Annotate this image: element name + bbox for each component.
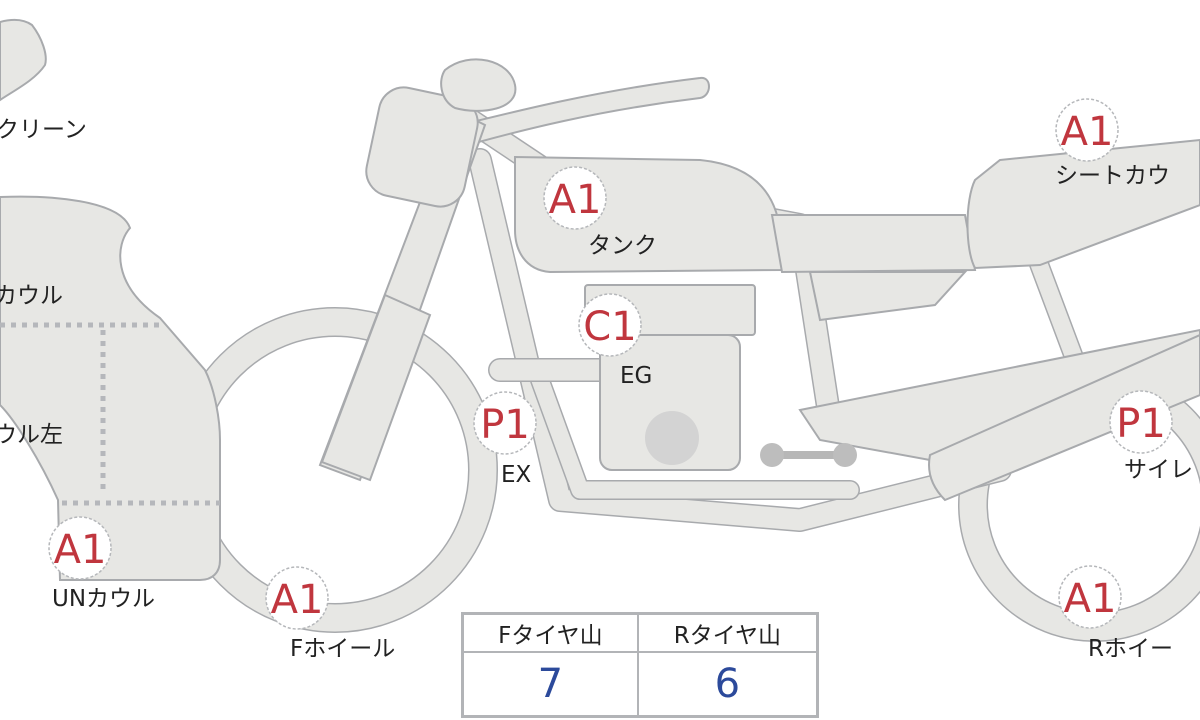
label-silencer: サイレ (1124, 457, 1193, 483)
label-rear-wheel: Rホイー (1088, 636, 1173, 662)
side-cover (808, 271, 968, 322)
label-cowl-left: ウル左 (0, 422, 63, 448)
badge-silencer: P1 (1109, 390, 1173, 454)
engine-cover (645, 411, 699, 465)
badge-front-wheel: A1 (265, 566, 329, 630)
badge-rear-wheel: A1 (1058, 565, 1122, 629)
seat (770, 214, 977, 274)
rear-tire-header: Rタイヤ山 (636, 612, 819, 653)
front-tire-header: Fタイヤ山 (461, 612, 639, 653)
seat-cowl (966, 138, 1200, 270)
svg-text:A1: A1 (549, 177, 602, 223)
front-cowl (0, 195, 221, 581)
svg-text:P1: P1 (1116, 401, 1166, 447)
badge-under-cowl: A1 (48, 516, 112, 580)
svg-text:A1: A1 (1064, 576, 1117, 622)
label-tank: タンク (588, 233, 657, 259)
tire-tread-table: Fタイヤ山 Rタイヤ山 7 6 (461, 612, 819, 718)
meter (440, 58, 517, 112)
handlebar (438, 76, 710, 152)
svg-text:A1: A1 (1061, 109, 1114, 155)
engine-block (599, 334, 741, 471)
rear-tire-value: 6 (636, 651, 819, 718)
headlight (365, 86, 479, 208)
badge-seat-cowl: A1 (1055, 98, 1119, 162)
label-engine: EG (620, 363, 652, 389)
badge-exhaust: P1 (473, 391, 537, 455)
label-seat-cowl: シートカウ (1055, 163, 1170, 189)
windscreen (0, 18, 47, 102)
label-front-wheel: Fホイール (290, 636, 395, 662)
svg-text:A1: A1 (54, 527, 107, 573)
label-cowl: カウル (0, 283, 63, 309)
label-screen: クリーン (0, 117, 87, 143)
badge-engine: C1 (578, 293, 642, 357)
label-under-cowl: UNカウル (52, 586, 155, 612)
svg-text:A1: A1 (271, 577, 324, 623)
svg-text:P1: P1 (480, 402, 530, 448)
label-exhaust: EX (501, 462, 532, 488)
badge-tank: A1 (543, 166, 607, 230)
svg-text:C1: C1 (583, 304, 636, 350)
front-tire-value: 7 (461, 651, 639, 718)
